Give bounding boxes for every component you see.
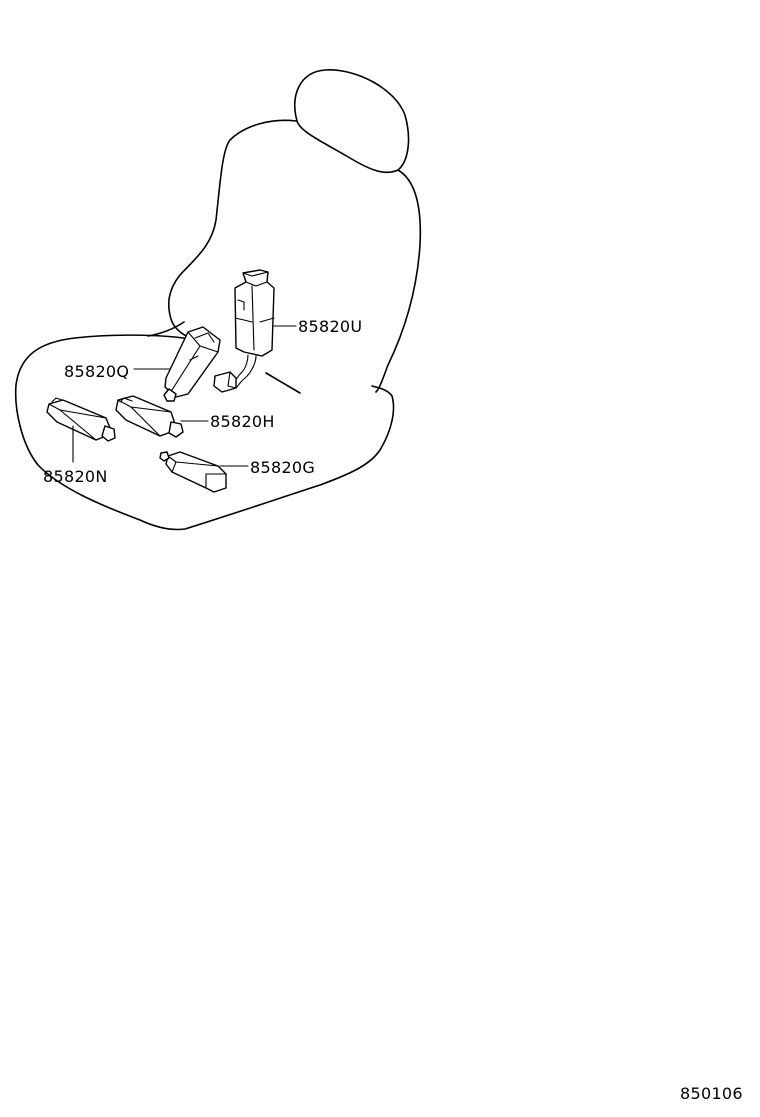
seat-back <box>167 119 297 341</box>
switch-g-drawing <box>159 451 227 493</box>
label-85820n: 85820N <box>43 467 108 486</box>
label-85820h: 85820H <box>210 412 275 431</box>
seat-cushion-crease <box>265 372 301 394</box>
switch-u-drawing <box>213 269 275 393</box>
label-85820u: 85820U <box>298 317 362 336</box>
switch-q-drawing <box>163 326 221 402</box>
label-85820q: 85820Q <box>64 362 129 381</box>
switch-h-drawing <box>115 395 184 438</box>
seat-cushion <box>14 334 395 531</box>
label-85820g: 85820G <box>250 458 315 477</box>
seat-back-crease <box>147 321 185 337</box>
headrest <box>294 69 410 174</box>
seat-back-right <box>375 169 422 393</box>
seat-outline <box>14 69 422 531</box>
figure-number: 850106 <box>680 1084 743 1103</box>
switch-n-drawing <box>46 397 116 442</box>
